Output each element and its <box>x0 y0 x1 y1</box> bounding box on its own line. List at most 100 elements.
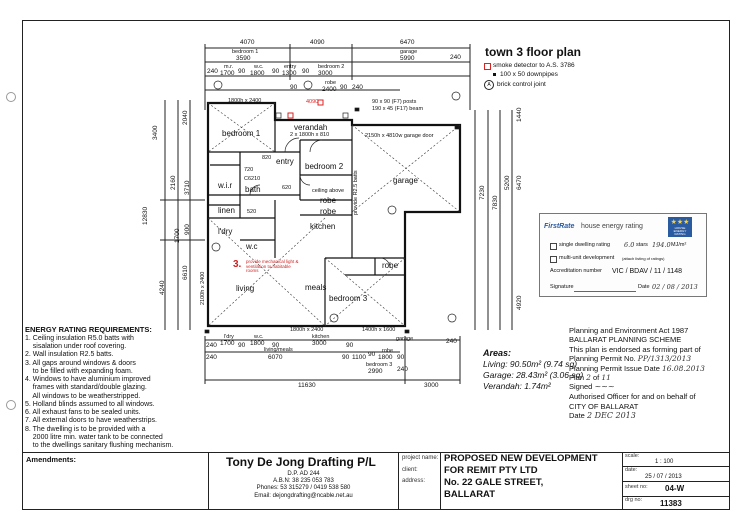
stars-label: stars <box>636 242 648 248</box>
dim-top: m.r. <box>224 64 234 70</box>
room-ldry: l'dry <box>218 227 233 236</box>
dim-left: 900 <box>184 224 191 235</box>
dim-bottom: 90 <box>346 342 354 349</box>
plan-title: town 3 floor plan <box>485 45 581 59</box>
planning-line: Planning and Environment Act 1987 <box>569 326 689 335</box>
client-name: FOR REMIT PTY LTD <box>444 465 538 476</box>
dim-right: 5200 <box>504 175 511 190</box>
signature-line <box>574 291 636 292</box>
dim-bottom: living/meals <box>264 347 293 353</box>
room-bedroom-3: bedroom 3 <box>329 294 368 303</box>
planning-line: Authorised Officer for and on behalf of <box>569 392 696 402</box>
date-value: 25 / 07 / 2013 <box>645 474 682 480</box>
dim-top: 6470 <box>400 39 415 46</box>
dim-bottom: 240 <box>446 338 457 345</box>
punch-hole <box>6 400 16 410</box>
single-dwelling-checkbox[interactable] <box>550 243 557 250</box>
requirement-line: to the dwellings sanitary flushing mecha… <box>25 442 174 450</box>
dim-right: 7830 <box>492 195 499 210</box>
dim-left: 3400 <box>152 125 159 140</box>
room-verandah: verandah <box>294 123 328 132</box>
company-abn: A.B.N: 38 235 053 783 <box>273 478 334 485</box>
multi-unit-checkbox[interactable] <box>550 256 557 263</box>
dim-bottom: 90 <box>342 354 350 361</box>
company-details: D.P. AD 244 A.B.N: 38 235 053 783 Phones… <box>209 471 398 500</box>
dim-bottom: kitchen <box>312 334 330 340</box>
requirement-line: sisalation under roof covering. <box>25 343 127 351</box>
room-robe: robe <box>320 207 337 216</box>
dim-bottom: w.c. <box>254 334 264 340</box>
requirement-line: 8. The dwelling is to be provided with a <box>25 425 146 433</box>
dim-bottom: l'dry <box>224 334 234 340</box>
option-multi: multi-unit development <box>559 255 615 261</box>
amendments-label: Amendments: <box>26 455 77 464</box>
door-code: 720 <box>244 167 254 173</box>
beam-dim: 4090 <box>306 99 319 105</box>
permit-date: 16.08.2013 <box>661 363 705 373</box>
dim-right: 4920 <box>516 295 523 310</box>
legend-joint: brick control joint <box>497 81 546 88</box>
option-multi-note: (attach listing of ratings) <box>622 256 665 261</box>
requirement-line: All windows to be weatherstripped. <box>25 392 141 400</box>
legend-smoke: smoke detector to A.S. 3786 <box>493 62 575 69</box>
dim-bottom: 6070 <box>268 354 283 361</box>
dim-left: 6610 <box>182 265 189 280</box>
drg-value: 11383 <box>660 499 682 508</box>
energy-date: 02 / 08 / 2013 <box>652 283 698 291</box>
dim-left: 2160 <box>170 175 177 190</box>
date-label: date: <box>625 467 638 473</box>
company-phones: Phones: 53 315279 / 0419 538 580 <box>256 485 351 492</box>
dim-top: 5990 <box>400 55 415 62</box>
room-entry: entry <box>276 157 294 166</box>
requirement-line: 2. Wall insulation R2.5 batts. <box>25 351 114 359</box>
room-robe: robe <box>382 261 399 270</box>
dim-left: 4240 <box>159 280 166 295</box>
dim-bottom: bedroom 3 <box>366 362 393 368</box>
company-email: Email: dejongdrafting@ncable.net.au <box>254 492 353 499</box>
dim-bottom: 90 <box>238 342 246 349</box>
energy-brand: FirstRate <box>544 223 575 230</box>
energy-badge-icon: ★★★ HOUSE ENERGY RATING <box>668 217 692 237</box>
room-garage: garage <box>393 176 418 185</box>
company-dp: D.P. AD 244 <box>287 471 320 477</box>
mj-value: 194.0 <box>652 241 671 249</box>
dim-bottom: 90 <box>272 342 280 349</box>
sheet-value: 04-W <box>665 484 685 493</box>
title-block-divider <box>398 452 399 510</box>
dim-top: 90 <box>238 68 246 75</box>
requirement-line: 2000 litre min. water tank to be connect… <box>25 433 163 441</box>
room-wc: w.c <box>246 242 258 251</box>
requirements-heading: ENERGY RATING REQUIREMENTS: <box>25 325 152 334</box>
scale-value: 1 : 100 <box>655 459 674 465</box>
mj-unit: MJ/m² <box>671 242 687 248</box>
door-code: 820 <box>262 155 272 161</box>
areas-heading: Areas: <box>483 348 512 358</box>
energy-heading: house energy rating <box>581 223 643 230</box>
planning-line: Planning Permit No. PP/1313/2013 <box>569 354 692 364</box>
ceiling-note: ceiling above <box>312 188 345 194</box>
dim-top: 4090 <box>310 39 325 46</box>
option-single: single dwelling rating <box>559 242 611 248</box>
signature-mark: ~~~ <box>594 382 615 392</box>
room-kitchen: kitchen <box>310 222 336 231</box>
drg-label: drg no: <box>625 497 643 503</box>
drawing-sheet <box>22 20 730 510</box>
accreditation-label: Accreditation number <box>550 268 602 274</box>
title-block-divider <box>440 452 441 510</box>
note-3: provide mechanical light & ventilation t… <box>246 259 299 273</box>
energy-rating-box: FirstRate house energy rating ★★★ HOUSE … <box>539 213 707 297</box>
smoke-detector-icon <box>484 63 491 70</box>
sheet-label: sheet no: <box>625 484 648 490</box>
dim-top: 3000 <box>318 70 333 77</box>
dim-top: 1700 <box>220 70 235 77</box>
requirement-line: 1. Ceiling insulation R5.0 batts with <box>25 334 134 342</box>
downpipe-icon <box>493 73 496 76</box>
dim-right: 6470 <box>516 175 523 190</box>
project-label: project name: <box>402 455 439 461</box>
dim-bottom: 11630 <box>298 382 316 389</box>
dim-top: 90 <box>340 84 348 91</box>
dim-left: 12830 <box>142 206 149 225</box>
stars-value: 6.0 <box>624 241 635 249</box>
dim-left: 1700 <box>174 228 181 243</box>
